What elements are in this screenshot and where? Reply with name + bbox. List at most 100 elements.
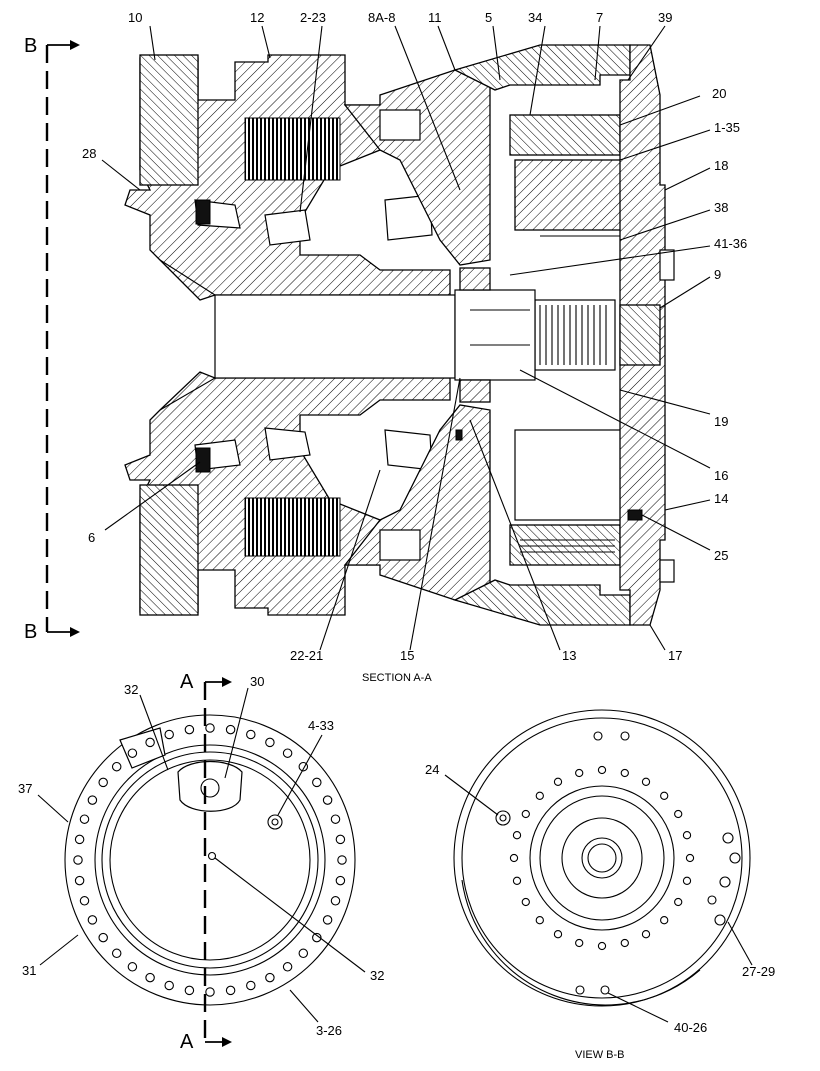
- view-b-bolt-hole: [509, 853, 519, 863]
- front-center-mark: [207, 851, 217, 861]
- callout-4-33: 4-33: [308, 718, 334, 733]
- flange-lower: [139, 484, 199, 616]
- plane-marker-a-bottom: A: [180, 1031, 194, 1053]
- input-coupling: [454, 289, 536, 381]
- front-bolt-hole: [322, 795, 333, 805]
- callout-6: 6: [88, 530, 95, 545]
- front-bolt-hole: [225, 985, 236, 996]
- seal-and-bolt-details: [379, 109, 675, 583]
- front-bolt-hole: [87, 915, 98, 925]
- front-bolt-hole: [312, 777, 322, 788]
- leader-lines: [101, 25, 711, 651]
- callout-16: 16: [714, 468, 728, 483]
- front-bolt-hole: [127, 962, 138, 972]
- front-bolt-hole: [330, 896, 341, 906]
- front-view: A A 32 30 4-33 37 31 32 3-26: [18, 671, 384, 1053]
- bearings: [194, 194, 433, 473]
- callout-22-21: 22-21: [290, 648, 323, 663]
- callout-28: 28: [82, 146, 96, 161]
- planet-gear-bottom: [509, 524, 621, 566]
- front-bolt-hole: [282, 962, 293, 972]
- view-b-bolt-hole: [535, 791, 544, 800]
- callout-8a-8: 8A-8: [368, 10, 395, 25]
- view-b-bolt-hole: [521, 897, 530, 907]
- front-bolt-hole: [74, 875, 85, 886]
- view-b-bolt-hole: [660, 791, 669, 800]
- front-bolt-hole: [164, 729, 174, 740]
- plane-marker-bottom: B: [24, 621, 37, 643]
- callout-1-35: 1-35: [714, 120, 740, 135]
- front-notch: [119, 727, 166, 769]
- front-bolt-hole: [127, 748, 138, 758]
- callout-38: 38: [714, 200, 728, 215]
- front-bolt-hole: [145, 737, 155, 748]
- front-bolt-holes: [73, 723, 347, 997]
- view-b-leader-lines: [444, 774, 753, 1023]
- view-b-bolt-hole: [641, 930, 651, 939]
- view-b-bolt-hole: [597, 765, 607, 775]
- front-bolt-hole: [74, 834, 85, 845]
- thrust-plate: [619, 304, 661, 366]
- planet-carrier-upper: [514, 159, 636, 231]
- front-bolt-hole: [322, 915, 333, 925]
- view-b-center-shaft: [581, 837, 623, 879]
- callout-20: 20: [712, 86, 726, 101]
- section-a-a-caption: SECTION A-A: [362, 672, 432, 684]
- front-bolt-hole: [79, 896, 90, 906]
- brake-disc-pack-upper: [244, 117, 341, 181]
- front-bolt-hole: [111, 948, 122, 959]
- front-bolt-hole: [282, 748, 293, 758]
- view-b-bolt-hole: [674, 809, 683, 819]
- callout-30: 30: [250, 674, 264, 689]
- front-bolt-hole: [164, 980, 174, 991]
- front-bolt-hole: [335, 834, 346, 845]
- view-b-outer-rim: [453, 709, 751, 1007]
- view-b-b-caption: VIEW B-B: [575, 1049, 625, 1061]
- callout-19: 19: [714, 414, 728, 429]
- view-b-bolt-hole: [620, 768, 629, 778]
- hub-outer-upper: [453, 44, 631, 91]
- front-bolt-circle-boundary: [94, 744, 326, 976]
- front-bolt-hole: [330, 814, 341, 824]
- view-b-cover-disc: [529, 785, 675, 931]
- front-bolt-hole: [265, 972, 275, 983]
- front-bolt-hole: [184, 985, 195, 996]
- callout-3-26: 3-26: [316, 1023, 342, 1038]
- front-bolt-hole: [298, 948, 309, 959]
- callout-40-26: 40-26: [674, 1020, 707, 1035]
- view-b-bolt-hole: [620, 938, 629, 948]
- front-outer-rim: [64, 714, 356, 1006]
- view-b-bolt-hole: [682, 876, 692, 885]
- callout-18: 18: [714, 158, 728, 173]
- front-bolt-hole: [87, 795, 98, 805]
- callout-17: 17: [668, 648, 682, 663]
- callout-27-29: 27-29: [742, 964, 775, 979]
- sun-gear-splines: [539, 305, 607, 365]
- front-bolt-hole: [246, 980, 256, 991]
- front-bolt-hole: [337, 855, 347, 865]
- view-b-bolt-hole: [575, 768, 584, 778]
- retainer-upper: [459, 267, 491, 291]
- planet-gear-top: [509, 114, 621, 156]
- callout-13: 13: [562, 648, 576, 663]
- front-bolt-hole: [98, 932, 108, 943]
- front-bolt-hole: [111, 761, 122, 772]
- callout-9: 9: [714, 267, 721, 282]
- callout-10: 10: [128, 10, 142, 25]
- view-b-bolt-hole: [682, 831, 692, 840]
- front-bolt-hole: [73, 855, 83, 865]
- view-b-plugs-detail: [575, 731, 741, 995]
- front-bolt-hole: [312, 932, 322, 943]
- callout-15: 15: [400, 648, 414, 663]
- front-bolt-hole: [184, 724, 195, 735]
- sun-gear: [534, 299, 616, 371]
- brake-disc-pack-lower: [244, 497, 341, 557]
- callout-5: 5: [485, 10, 492, 25]
- view-b-bolt-hole: [575, 938, 584, 948]
- callout-2-23: 2-23: [300, 10, 326, 25]
- flange-upper: [139, 54, 199, 186]
- callout-32-bottom: 32: [370, 968, 384, 983]
- callout-25: 25: [714, 548, 728, 563]
- callout-31: 31: [22, 963, 36, 978]
- section-plane-b-indicator: B B: [24, 35, 80, 643]
